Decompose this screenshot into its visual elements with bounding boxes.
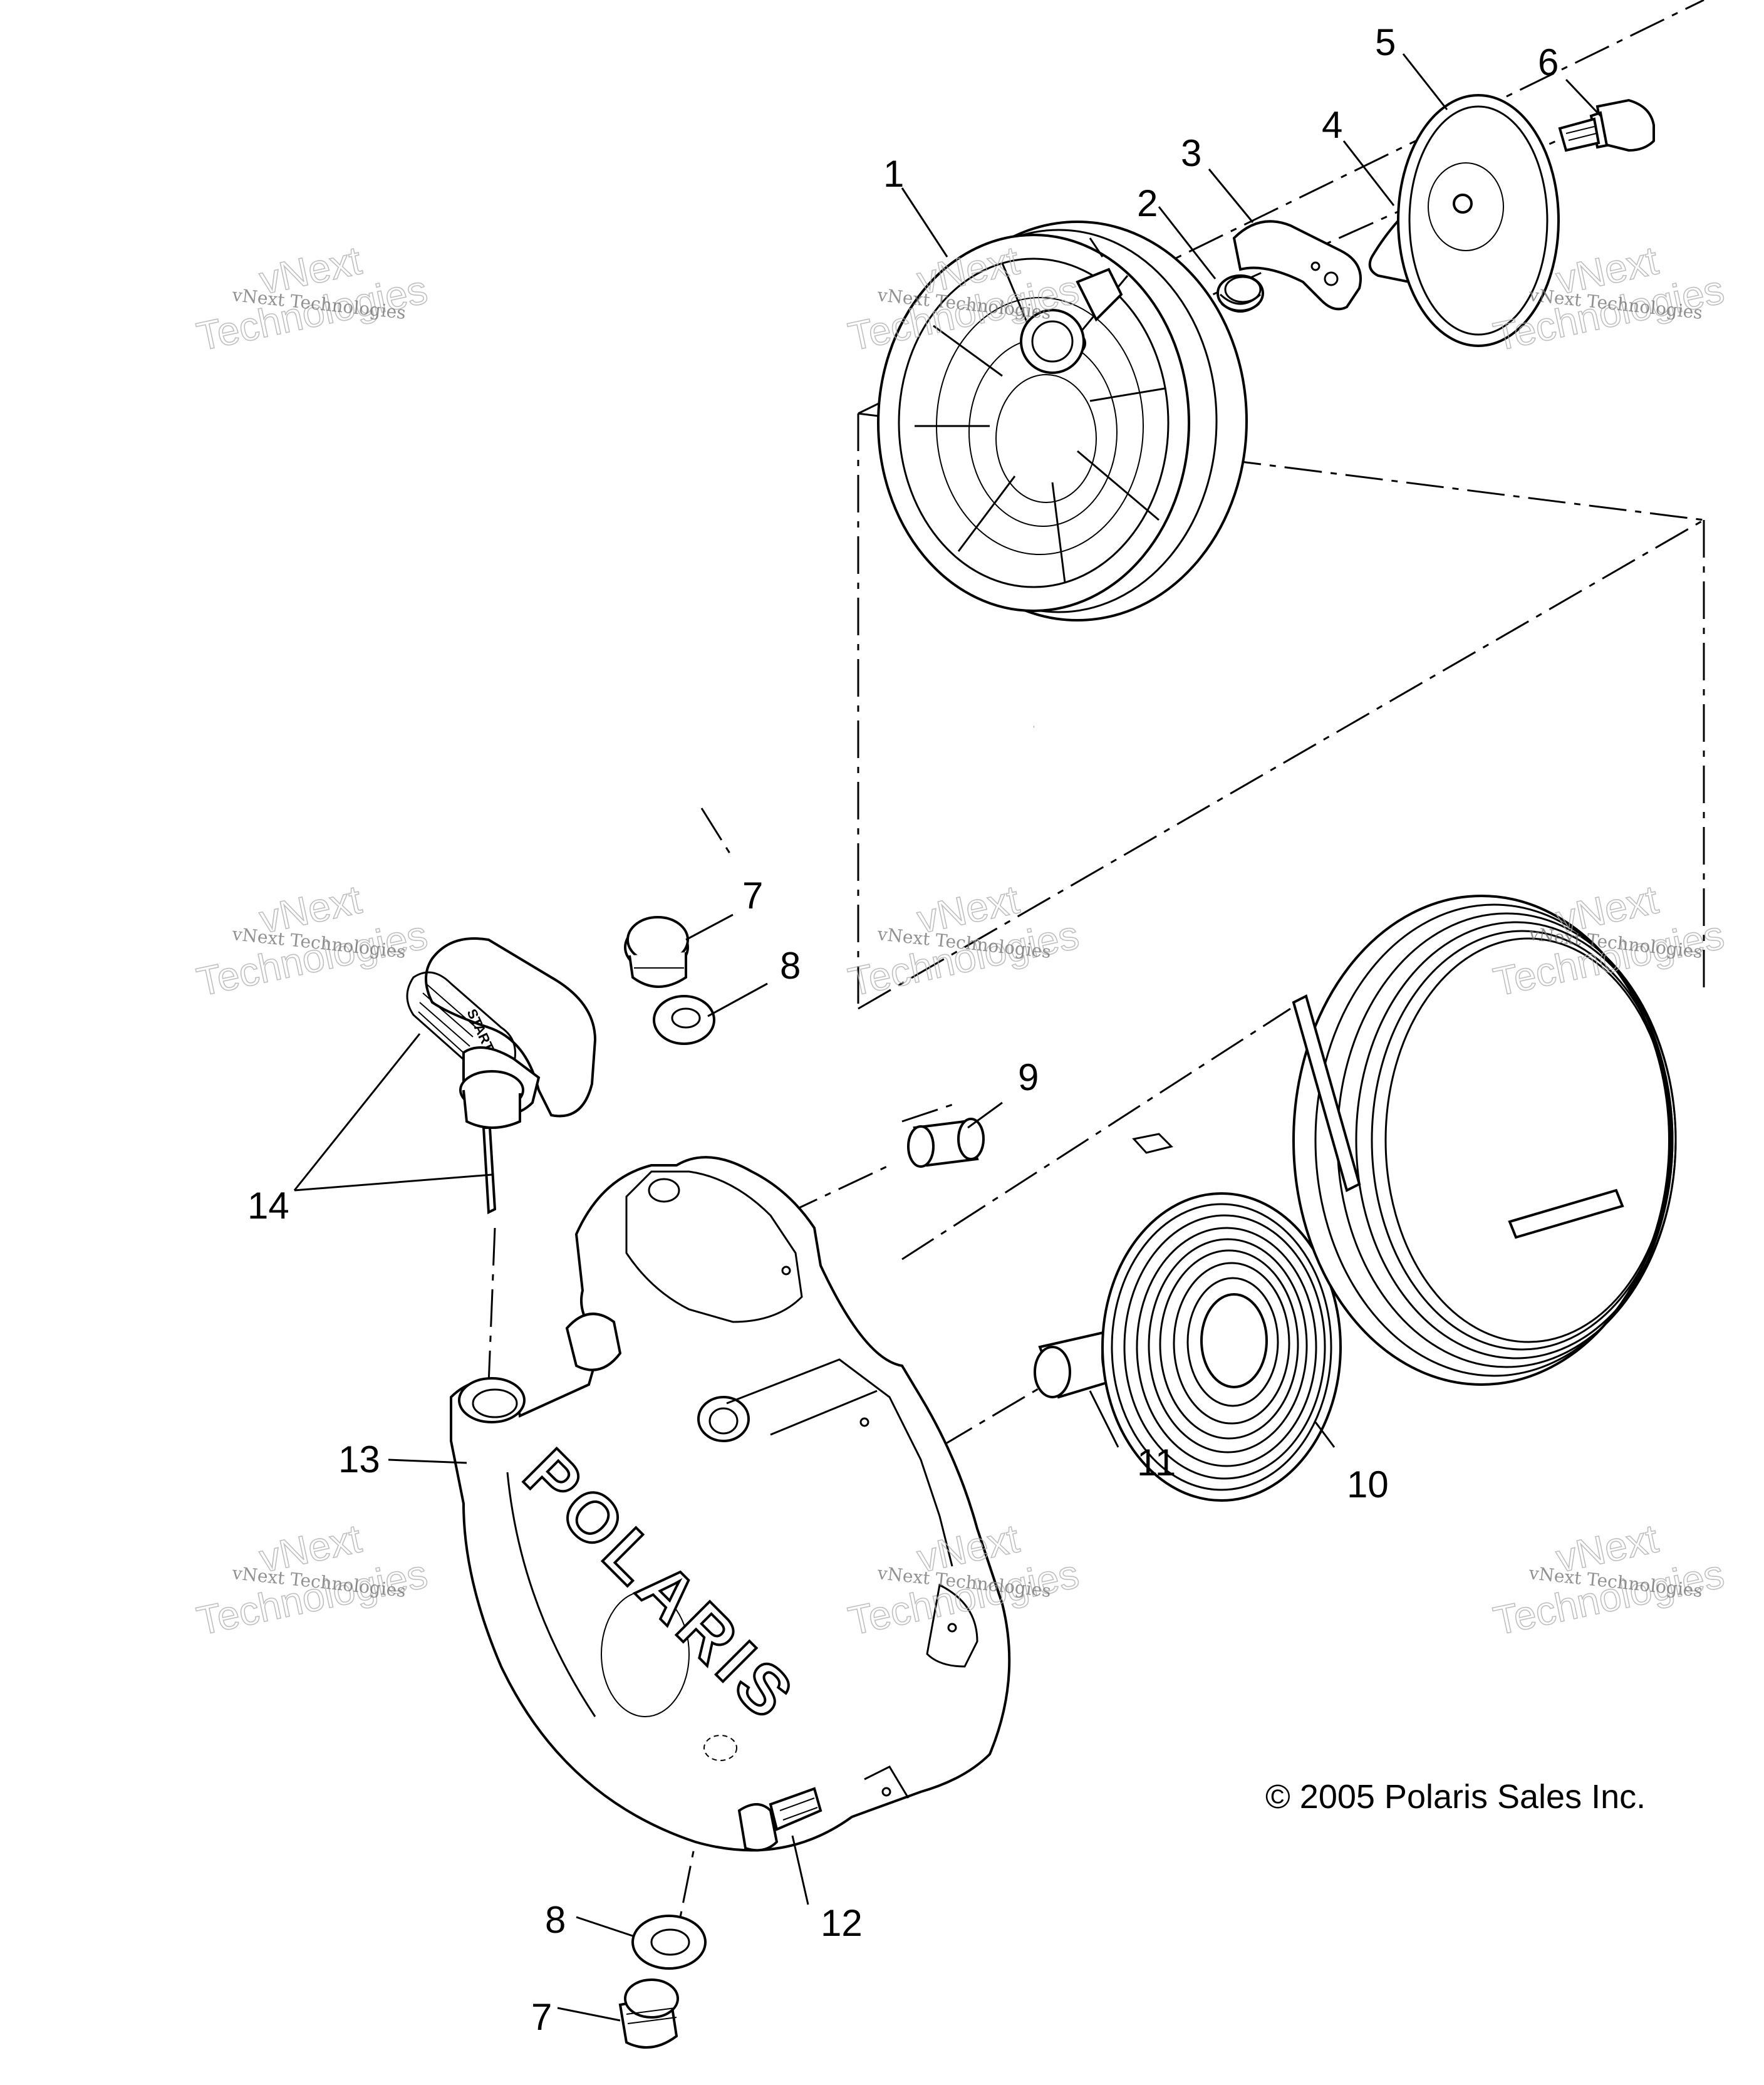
watermark-top-left: vNext Technologies vNext Technologies bbox=[192, 237, 432, 360]
callout-numbers: 1 2 3 4 5 6 7 8 9 10 11 12 13 14 8 7 bbox=[247, 21, 1559, 2038]
watermark-bottom-right: vNext Technologies vNext Technologies bbox=[1489, 1515, 1728, 1644]
callout-8-lower: 8 bbox=[545, 1899, 566, 1941]
part-1-pulley bbox=[877, 221, 1248, 621]
callout-1: 1 bbox=[883, 153, 904, 195]
watermark-bottom-left: vNext Technologies vNext Technologies bbox=[192, 1515, 432, 1644]
part-14-handle: START bbox=[406, 937, 597, 1215]
callout-7-upper: 7 bbox=[742, 875, 763, 917]
watermark-middle-left: vNext Technologies vNext Technologies bbox=[192, 876, 432, 1005]
part-2-spring bbox=[1217, 274, 1264, 313]
callout-2: 2 bbox=[1137, 182, 1158, 224]
part-13-housing: POLARIS bbox=[450, 1156, 1011, 1852]
callout-11: 11 bbox=[1137, 1442, 1176, 1484]
part-12-bolt bbox=[737, 1787, 822, 1852]
part-7-plug-upper bbox=[624, 916, 689, 988]
copyright-notice: © 2005 Polaris Sales Inc. bbox=[1265, 1778, 1646, 1816]
callout-9: 9 bbox=[1018, 1056, 1039, 1098]
watermark-middle-center: vNext Technologies vNext Technologies bbox=[844, 876, 1083, 1005]
part-8-washer-upper bbox=[653, 995, 715, 1045]
callout-12: 12 bbox=[821, 1902, 863, 1944]
starter-rope bbox=[1292, 895, 1677, 1386]
part-3-pawl bbox=[1232, 220, 1362, 311]
callout-5: 5 bbox=[1375, 21, 1396, 63]
callout-13: 13 bbox=[338, 1438, 380, 1480]
part-6-bolt bbox=[1558, 98, 1655, 152]
part-8-washer-lower bbox=[631, 1915, 707, 1970]
callout-7-lower: 7 bbox=[531, 1996, 552, 2038]
callout-6: 6 bbox=[1538, 41, 1559, 83]
part-9-bushing bbox=[907, 1118, 985, 1168]
callout-8-upper: 8 bbox=[780, 945, 801, 987]
callout-3: 3 bbox=[1181, 132, 1201, 174]
watermark-top-center: vNext Technologies vNext Technologies bbox=[844, 237, 1083, 360]
callout-leader-lines bbox=[293, 53, 1602, 2022]
callout-14: 14 bbox=[247, 1185, 289, 1227]
part-5-plate bbox=[1397, 94, 1560, 347]
part-10-recoil-spring bbox=[1101, 1133, 1342, 1502]
callout-4: 4 bbox=[1322, 104, 1342, 146]
part-7-plug-lower bbox=[618, 1978, 679, 2049]
callout-10: 10 bbox=[1347, 1464, 1389, 1505]
